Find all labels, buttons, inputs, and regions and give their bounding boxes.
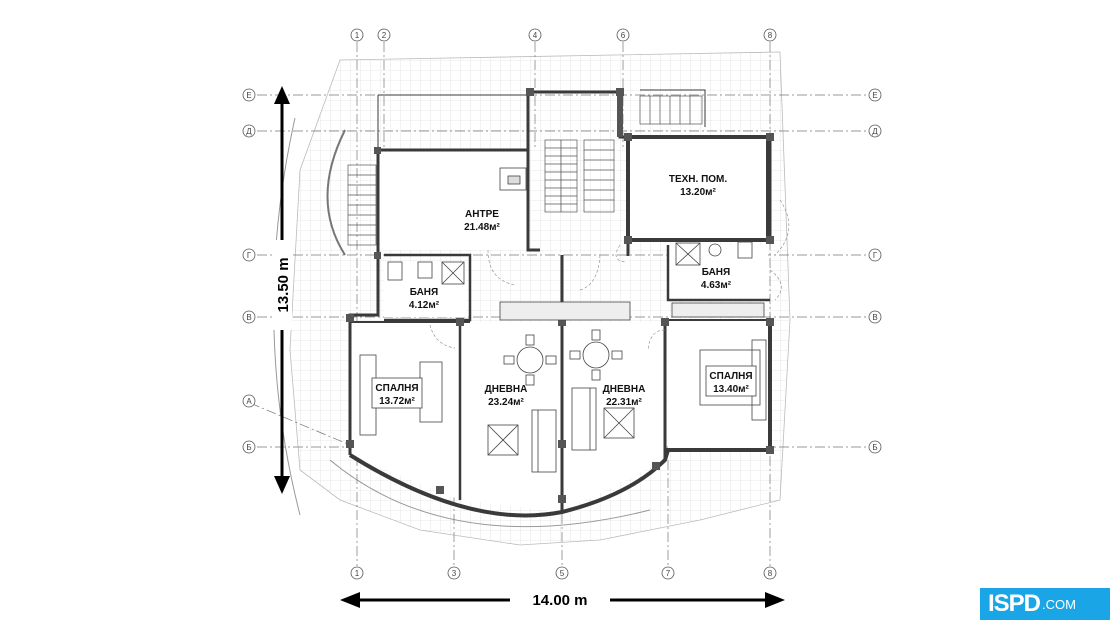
axis-label: 5 xyxy=(555,566,569,580)
axis-labels-top: 1 2 4 6 8 xyxy=(350,28,777,42)
door-swings xyxy=(429,199,790,351)
staircase xyxy=(347,95,703,246)
logo-domain: .COM xyxy=(1042,596,1076,612)
svg-text:Д: Д xyxy=(872,127,878,136)
axis-label: 8 xyxy=(763,28,777,42)
dimension-width: 14.00 m xyxy=(340,590,785,610)
room-floors xyxy=(350,137,770,512)
axis-label: Б xyxy=(868,440,882,454)
svg-text:1: 1 xyxy=(355,569,360,578)
axis-label: 7 xyxy=(661,566,675,580)
svg-text:22.31м²: 22.31м² xyxy=(606,397,642,408)
svg-text:14.00 m: 14.00 m xyxy=(532,592,587,609)
svg-text:А: А xyxy=(246,397,252,406)
svg-text:5: 5 xyxy=(560,569,565,578)
svg-text:БАНЯ: БАНЯ xyxy=(702,267,730,278)
axis-label: Г xyxy=(242,248,256,262)
svg-text:4.12м²: 4.12м² xyxy=(409,300,440,311)
svg-text:АНТРЕ: АНТРЕ xyxy=(465,209,499,220)
svg-text:Г: Г xyxy=(247,251,252,260)
axis-label: Е xyxy=(868,88,882,102)
columns xyxy=(346,88,774,503)
axis-label: 4 xyxy=(528,28,542,42)
room-bath-right: БАНЯ 4.63м² xyxy=(701,267,732,291)
axis-label: 6 xyxy=(616,28,630,42)
dimension-height: 13.50 m xyxy=(272,86,292,494)
room-tech: ТЕХН. ПОМ. 13.20м² xyxy=(669,174,728,198)
axis-label: Е xyxy=(242,88,256,102)
furniture xyxy=(359,167,767,473)
svg-text:Г: Г xyxy=(873,251,878,260)
axis-label: 1 xyxy=(350,566,364,580)
axis-labels-right: Е Д Г В Б xyxy=(868,88,882,454)
walls xyxy=(348,89,772,518)
axis-label: В xyxy=(868,310,882,324)
svg-text:8: 8 xyxy=(768,569,773,578)
svg-text:8: 8 xyxy=(768,31,773,40)
svg-text:23.24м²: 23.24м² xyxy=(488,397,524,408)
axis-label: 1 xyxy=(350,28,364,42)
axis-label: А xyxy=(242,394,256,408)
room-living-left: ДНЕВНА 23.24м² xyxy=(485,384,528,408)
room-living-right: ДНЕВНА 22.31м² xyxy=(603,384,646,408)
axis-labels-bottom: 1 3 5 7 8 xyxy=(350,566,777,580)
room-bath-left: БАНЯ 4.12м² xyxy=(409,287,440,311)
svg-text:ДНЕВНА: ДНЕВНА xyxy=(485,384,528,395)
svg-text:13.40м²: 13.40м² xyxy=(713,384,749,395)
svg-text:Е: Е xyxy=(246,91,251,100)
site-logo: ISPD .COM xyxy=(980,588,1110,620)
svg-text:ТЕХН. ПОМ.: ТЕХН. ПОМ. xyxy=(669,174,728,185)
svg-text:Е: Е xyxy=(872,91,877,100)
svg-text:13.72м²: 13.72м² xyxy=(379,396,415,407)
svg-text:БАНЯ: БАНЯ xyxy=(410,287,438,298)
axis-labels-left: Е Д Г В А Б xyxy=(242,88,256,454)
svg-text:ДНЕВНА: ДНЕВНА xyxy=(603,384,646,395)
svg-text:Б: Б xyxy=(246,443,251,452)
axis-label: Г xyxy=(868,248,882,262)
svg-text:Д: Д xyxy=(246,127,252,136)
axis-label: Д xyxy=(242,124,256,138)
svg-text:21.48м²: 21.48м² xyxy=(464,222,500,233)
svg-text:6: 6 xyxy=(621,31,626,40)
room-bed-right: СПАЛНЯ 13.40м² xyxy=(705,365,757,397)
svg-text:4.63м²: 4.63м² xyxy=(701,280,732,291)
axis-label: Б xyxy=(242,440,256,454)
svg-text:4: 4 xyxy=(533,31,538,40)
svg-text:2: 2 xyxy=(382,31,387,40)
svg-text:13.50 m: 13.50 m xyxy=(275,257,292,312)
svg-text:1: 1 xyxy=(355,31,360,40)
svg-text:7: 7 xyxy=(666,569,671,578)
axis-label: 8 xyxy=(763,566,777,580)
axis-label: Д xyxy=(868,124,882,138)
axis-label: 2 xyxy=(377,28,391,42)
svg-text:13.20м²: 13.20м² xyxy=(680,187,716,198)
room-antre: АНТРЕ 21.48м² xyxy=(464,209,500,233)
axis-label: В xyxy=(242,310,256,324)
logo-text: ISPD xyxy=(988,590,1041,617)
svg-text:Б: Б xyxy=(872,443,877,452)
room-bed-left: СПАЛНЯ 13.72м² xyxy=(371,377,423,409)
svg-text:В: В xyxy=(246,313,251,322)
svg-text:СПАЛНЯ: СПАЛНЯ xyxy=(375,383,418,394)
svg-text:СПАЛНЯ: СПАЛНЯ xyxy=(709,371,752,382)
svg-text:3: 3 xyxy=(452,569,457,578)
svg-text:В: В xyxy=(872,313,877,322)
axis-label: 3 xyxy=(447,566,461,580)
